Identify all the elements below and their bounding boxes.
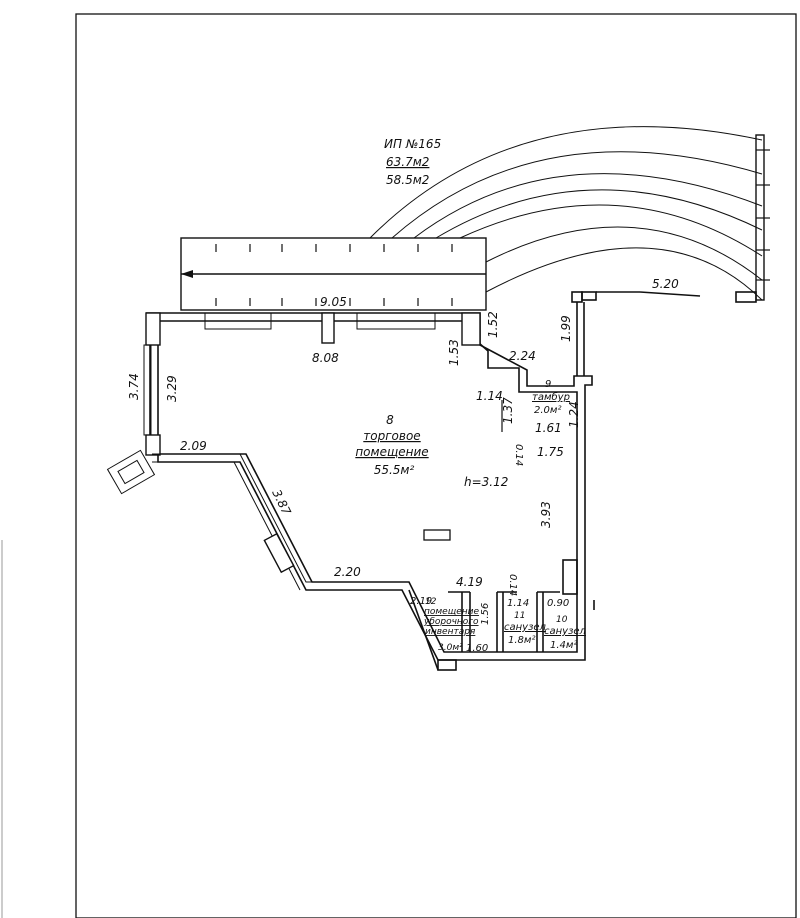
room-8-name-2: помещение [355,445,428,459]
dim-vestibule-width: 2.24 [509,349,536,363]
canopy-ticks [756,149,770,281]
room-12-name-2: уборочного [423,617,479,627]
vestibule-walls [571,291,757,376]
room-10-area: 1.4м² [550,640,577,651]
room-12-name-3: инвентаря [425,627,476,637]
room-10-number: 10 [556,615,568,625]
room-11-number: 11 [514,611,525,621]
room-9-number: 9 [545,379,551,390]
sheet-frame [75,13,797,918]
dim-left-window: 3.29 [165,375,179,402]
dim-bottom-c: 2.19 [410,596,432,607]
room-11-area: 1.8м² [508,635,535,646]
room-12-name-1: помещение [424,607,479,617]
dim-right-seg-a: 1.24 [567,401,581,428]
dim-right-seg-b: 1.61 [535,421,562,435]
dim-bottom-f: 1.56 [480,603,491,625]
dim-vestibule-wall: 1.99 [559,315,573,342]
dim-diag-b: 3.87 [269,487,293,517]
room-12-number: 12 [425,597,437,607]
room-8-area: 55.5м² [374,463,415,477]
dim-inner-width: 8.08 [312,351,339,365]
floor-marker [423,529,451,541]
room-11-name: санузел [504,622,547,633]
dim-diag-a: 2.09 [180,439,207,453]
dim-arc-span: 5.20 [652,277,679,291]
plan-id: ИП №165 [384,137,441,151]
room-8-number: 8 [386,413,394,427]
dim-bottom-d: 1.14 [507,598,529,609]
top-windows [145,312,481,346]
diagonal-wall [152,453,402,591]
dim-bottom-e: 0.90 [547,598,569,609]
canopy-arcs [369,126,763,301]
left-windows [106,344,161,495]
dim-step-c: 0.14 [513,444,524,466]
dim-top-width: 9.05 [320,295,347,309]
dim-bottom-g: 1.60 [466,643,488,654]
dim-right-wall: 3.93 [539,501,553,528]
area-total: 63.7м2 [386,155,429,169]
dim-bottom-b: 0.14 [507,574,518,596]
room-9-area: 2.0м² [534,405,561,416]
dim-step-a: 1.14 [476,389,503,403]
dim-diag-c: 2.20 [334,565,361,579]
dim-pier-right: 1.52 [486,311,500,338]
arrow-head [181,270,193,278]
dim-pier-left: 1.53 [447,339,461,366]
room-12-area: 3.0м² [438,643,463,653]
room-8-name-1: торговое [363,429,420,443]
dim-left-wall: 3.74 [127,373,141,400]
storage-walls [408,559,595,671]
area-net: 58.5м2 [386,173,429,187]
room-8-height: h=3.12 [464,475,508,489]
room-9-name: тамбур [532,391,570,403]
room-10-name: санузел [544,626,587,637]
stair-ticks [215,244,453,306]
dim-right-seg-c: 1.75 [537,445,564,459]
dim-step-b: 1.37 [501,397,515,424]
dim-bottom-a: 4.19 [456,575,483,589]
